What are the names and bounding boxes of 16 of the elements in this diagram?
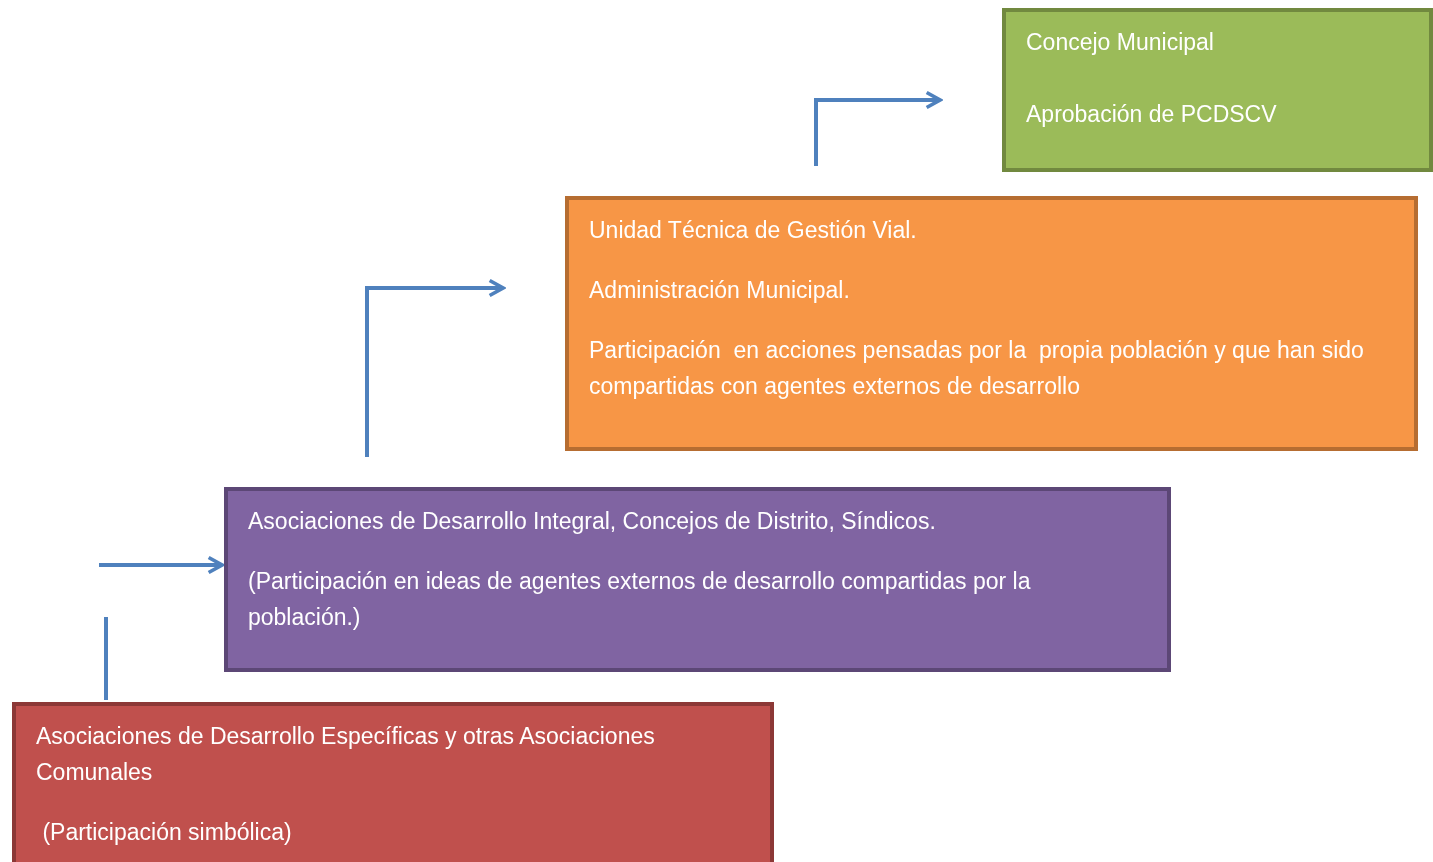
arrow: [365, 278, 505, 457]
box-text: Participación en acciones pensadas por la propia población y que han sido compartidas con agentes externos de desarrollo: [589, 336, 1365, 401]
box-text: (Participación en ideas de agentes externos de desarrollo compartidas por la población.): [248, 567, 1032, 632]
process-box: [12, 702, 774, 862]
box-text: Aprobación de PCDSCV: [1026, 100, 1278, 129]
arrow: [99, 555, 224, 575]
box-text: Administración Municipal.: [589, 276, 851, 305]
arrow: [814, 90, 942, 166]
process-box: [224, 487, 1171, 672]
process-box: [1002, 8, 1433, 172]
box-text: Asociaciones de Desarrollo Integral, Concejos de Distrito, Síndicos.: [248, 507, 937, 536]
box-text: Concejo Municipal: [1026, 28, 1215, 57]
box-text: Asociaciones de Desarrollo Específicas y otras Asociaciones Comunales: [36, 722, 656, 787]
box-text: Unidad Técnica de Gestión Vial.: [589, 216, 918, 245]
process-box: [565, 196, 1418, 451]
box-text: (Participación simbólica): [41, 818, 293, 847]
